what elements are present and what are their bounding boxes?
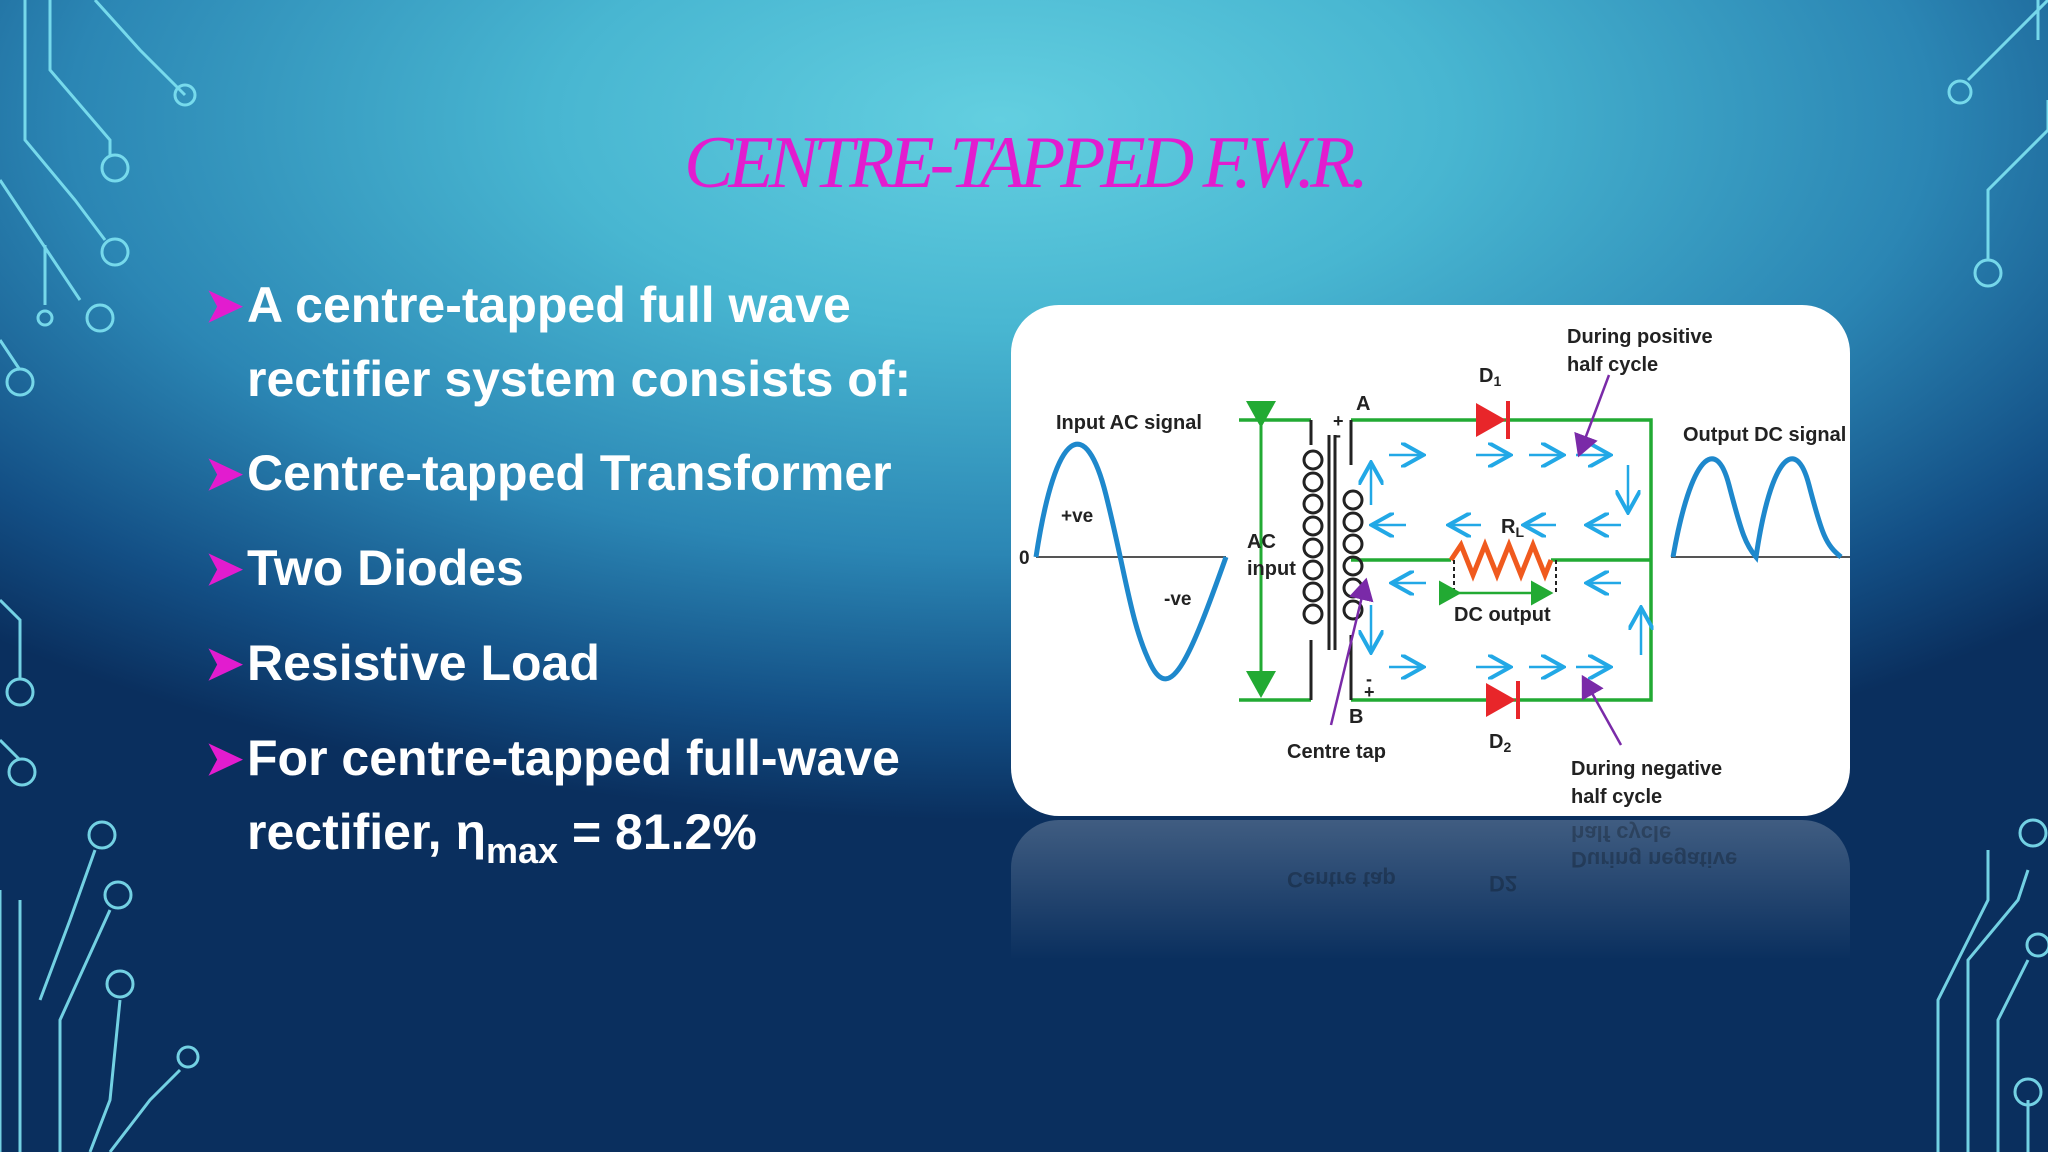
bullet-text: Resistive Load: [247, 635, 600, 691]
circuit-decoration-left: [0, 0, 200, 1152]
efficiency-formula: rectifier, ηmax = 81.2%: [247, 804, 757, 871]
node-a-label: A: [1356, 393, 1370, 415]
slide-title: CENTRE-TAPPED F.W.R.: [684, 122, 1369, 204]
output-label: Output DC signal: [1683, 424, 1846, 446]
formula-subscript: max: [486, 830, 559, 871]
polarity-plus-top: +: [1333, 411, 1344, 431]
centre-tap-pointer: [1329, 577, 1374, 726]
dc-output-label: DC output: [1454, 604, 1551, 626]
ac-input-label: AC: [1247, 531, 1276, 553]
negative-half-cycle-label: half cycle: [1571, 786, 1662, 808]
bullet-arrow-icon: ➤: [205, 447, 244, 499]
circuit-diagram-panel: Input AC signal 0 +ve -ve AC input: [1011, 305, 1850, 816]
bullet-item: ➤ Two Diodes: [205, 531, 985, 605]
positive-cycle-pointer: [1574, 374, 1611, 458]
bullet-arrow-icon: ➤: [205, 637, 244, 689]
bullet-arrow-icon: ➤: [205, 279, 244, 331]
bullet-item: ➤ A centre-tapped full wave rectifier sy…: [205, 268, 985, 416]
formula-prefix: rectifier, η: [247, 804, 486, 860]
negative-label: -ve: [1164, 589, 1191, 610]
zero-label: 0: [1019, 548, 1030, 569]
circuit-wires: [1239, 418, 1653, 702]
d2-label: D2: [1489, 731, 1511, 755]
diagram-reflection: half cycle During negative Centre tap D2: [1011, 820, 1850, 960]
reflection-text: D2: [1489, 871, 1518, 896]
bullet-item: ➤ Resistive Load: [205, 626, 985, 700]
reflection-text: During negative: [1571, 847, 1738, 872]
polarity-minus-top: -: [1335, 425, 1341, 445]
bullet-list: ➤ A centre-tapped full wave rectifier sy…: [205, 268, 985, 874]
output-dc-wave: [1670, 456, 1843, 563]
input-sine-wave: [1033, 441, 1229, 682]
resistor-icon: [1448, 538, 1554, 582]
d1-label: D1: [1479, 365, 1501, 389]
formula-value: = 81.2%: [558, 804, 757, 860]
positive-half-cycle-label: During positive: [1567, 326, 1713, 348]
bullet-text: rectifier system consists of:: [247, 351, 912, 407]
diode-d2-icon: [1486, 681, 1520, 719]
polarity-plus-bottom: +: [1364, 682, 1375, 702]
negative-cycle-pointer: [1581, 674, 1623, 746]
bullet-text: Two Diodes: [247, 540, 524, 596]
bullet-text: Centre-tapped Transformer: [247, 445, 892, 501]
positive-half-cycle-label: half cycle: [1567, 354, 1658, 376]
positive-label: +ve: [1061, 506, 1093, 527]
negative-half-cycle-label: During negative: [1571, 758, 1722, 780]
reflection-text: half cycle: [1571, 821, 1672, 846]
bullet-text: A centre-tapped full wave: [247, 277, 851, 333]
bullet-arrow-icon: ➤: [205, 542, 244, 594]
input-label: Input AC signal: [1056, 412, 1202, 434]
bullet-text: For centre-tapped full-wave: [247, 730, 900, 786]
bullet-arrow-icon: ➤: [205, 732, 244, 784]
centre-tap-label: Centre tap: [1287, 741, 1386, 763]
bullet-item: ➤ For centre-tapped full-wave rectifier,…: [205, 721, 985, 874]
rl-label: RL: [1501, 516, 1524, 540]
reflection-text: Centre tap: [1287, 867, 1396, 892]
ac-input-label: input: [1247, 558, 1296, 580]
polarity-minus-bottom: -: [1366, 669, 1372, 689]
bullet-item: ➤ Centre-tapped Transformer: [205, 436, 985, 510]
node-b-label: B: [1349, 706, 1363, 728]
circuit-diagram: Input AC signal 0 +ve -ve AC input: [1019, 326, 1850, 808]
circuit-decoration-right: [1936, 0, 2048, 1152]
diode-d1-icon: [1476, 401, 1510, 439]
